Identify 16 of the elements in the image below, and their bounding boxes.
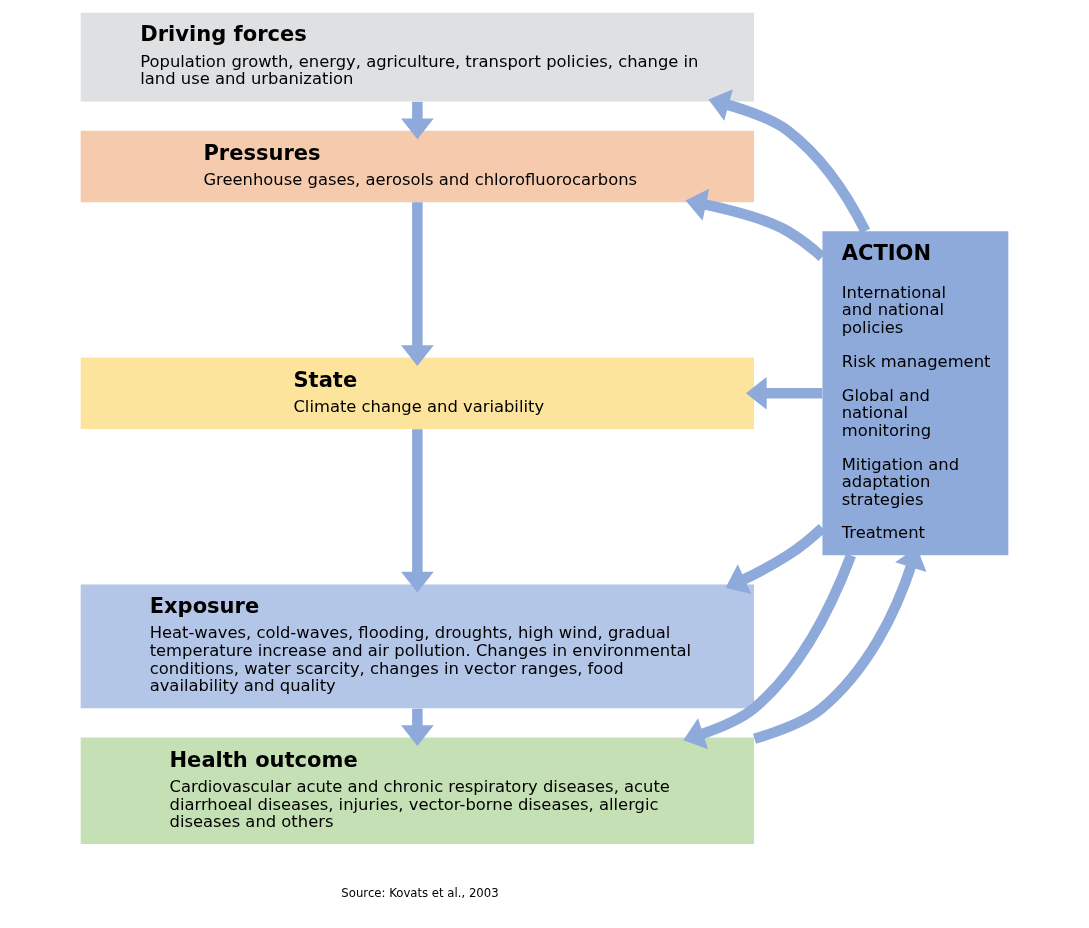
arrow: [401, 101, 434, 140]
arrow: [685, 188, 826, 261]
node-box: State Climate change and variability: [80, 357, 755, 429]
arrow: [401, 429, 434, 593]
node-box: Pressures Greenhouse gases, aerosols and chlorofluorocarbons: [80, 130, 755, 203]
arrow: [401, 202, 434, 366]
label: Source: Kovats et al., 2003: [341, 886, 499, 901]
arrow: [708, 89, 870, 234]
node-box: Exposure Heat-waves, cold-waves, flooding, droughts, high wind, gradual temperature increase and air pollution. Changes in environmental conditions, water scarcity, changes in vector ranges, food availability and quality: [80, 584, 755, 709]
node-box: Driving forces Population growth, energy, agriculture, transport policies, change in land use and urbanization: [80, 12, 755, 102]
arrow: [725, 524, 826, 595]
node-box: Health outcome Cardiovascular acute and chronic respiratory diseases, acute diarrhoeal diseases, injuries, vector-borne diseases, allergic diseases and others: [80, 737, 755, 844]
arrow: [683, 553, 856, 750]
arrow: [401, 708, 434, 746]
node-box: ACTION International and national policies Risk management Global and national monitoring Mitigation and adaptation strategies Treatment: [822, 231, 1009, 556]
arrow: [745, 376, 823, 410]
